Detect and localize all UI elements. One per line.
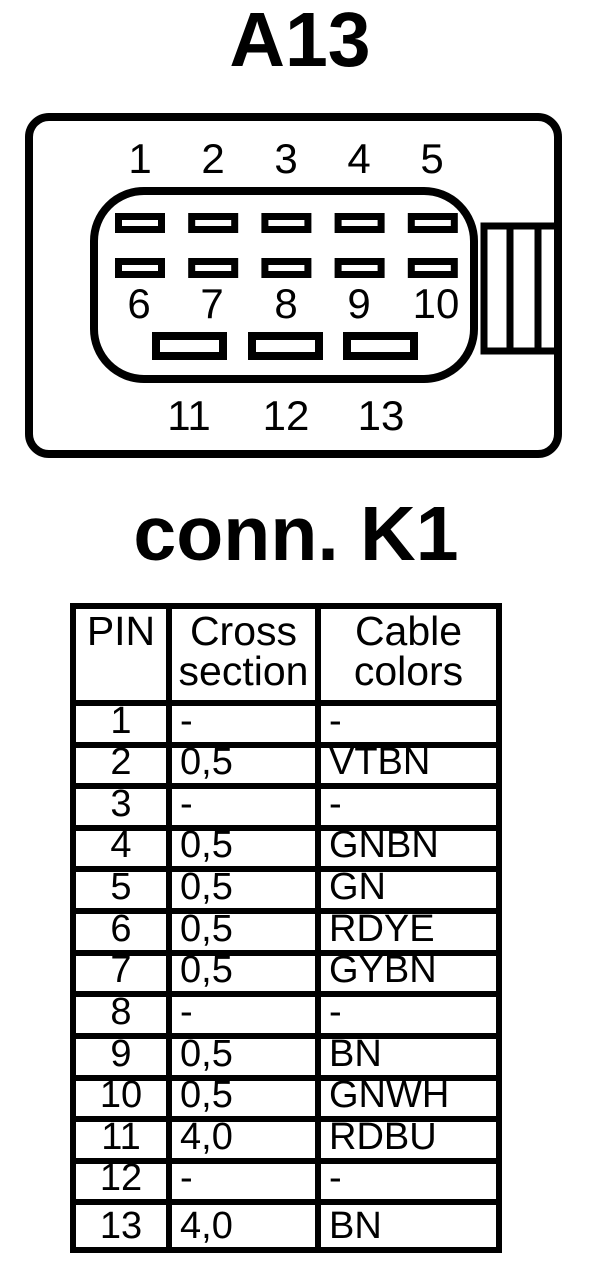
pin-cell: 13 — [76, 1205, 172, 1247]
pin-cell: 5 — [76, 872, 172, 915]
pin-slot-7 — [188, 258, 239, 278]
pin-slot-13 — [343, 332, 418, 360]
pin-cell: 4 — [76, 830, 172, 873]
cross-section-cell: 0,5 — [172, 1080, 321, 1123]
pin-cell: 11 — [76, 1122, 172, 1164]
cable-color-cell: RDYE — [321, 914, 496, 956]
pin-cell: 9 — [76, 1038, 172, 1081]
pin-cell: 12 — [76, 1163, 172, 1206]
cross-section-cell: 0,5 — [172, 830, 321, 873]
column-header-cross-section: Cross section — [172, 609, 321, 706]
cross-section-cell: - — [172, 1163, 321, 1206]
pin-label-9: 9 — [347, 280, 370, 327]
pin-cell: 8 — [76, 997, 172, 1039]
cable-color-cell: GNBN — [321, 831, 496, 873]
column-header-pin: PIN — [76, 609, 172, 706]
cross-section-cell: 4,0 — [172, 1205, 321, 1247]
cable-color-cell: GN — [321, 872, 496, 915]
cable-color-cell: GNWH — [321, 1081, 496, 1123]
connector-diagram: 1 2 3 4 5 6 7 8 9 10 11 12 13 — [25, 113, 562, 458]
pin-label-11: 11 — [167, 392, 211, 439]
pin-table: PIN Cross section Cable colors 1 - - 2 0… — [70, 603, 502, 1253]
connector-latch — [480, 222, 562, 355]
cable-color-cell: - — [321, 997, 496, 1039]
pin-label-8: 8 — [274, 280, 297, 327]
connector-title: A13 — [229, 0, 371, 83]
cross-section-cell: - — [172, 706, 321, 748]
cross-section-cell: - — [172, 789, 321, 831]
pin-slot-9 — [334, 258, 385, 278]
cross-section-cell: 0,5 — [172, 1038, 321, 1081]
pin-slot-4 — [334, 213, 385, 233]
cross-section-cell: - — [172, 997, 321, 1039]
cable-color-cell: BN — [321, 1039, 496, 1081]
cross-section-cell: 0,5 — [172, 955, 321, 998]
cable-color-cell: - — [321, 789, 496, 831]
cable-color-cell: - — [321, 1164, 496, 1206]
pin-slot-11 — [152, 332, 227, 360]
cable-color-cell: RDBU — [321, 1122, 496, 1164]
pin-label-3: 3 — [274, 135, 297, 182]
cross-section-cell: 0,5 — [172, 914, 321, 956]
pin-cell: 2 — [76, 747, 172, 790]
pin-cell: 1 — [76, 706, 172, 748]
pin-label-4: 4 — [347, 135, 370, 182]
pin-cell: 3 — [76, 789, 172, 831]
cable-color-cell: BN — [329, 1205, 382, 1247]
pin-slot-8 — [261, 258, 312, 278]
pin-slot-5 — [407, 213, 458, 233]
pin-label-2: 2 — [201, 135, 224, 182]
cable-color-cell: - — [321, 706, 496, 748]
pin-slot-6 — [115, 258, 165, 278]
connector-pin-housing — [90, 187, 478, 383]
pin-cell: 6 — [76, 914, 172, 956]
pin-cell: 10 — [76, 1080, 172, 1123]
pin-slot-10 — [407, 258, 458, 278]
pin-label-5: 5 — [420, 135, 443, 182]
cable-color-cell: GYBN — [321, 956, 496, 998]
pin-label-1: 1 — [128, 135, 151, 182]
pin-label-10: 10 — [413, 280, 460, 327]
cross-section-cell: 4,0 — [172, 1122, 321, 1164]
column-header-cable-colors: Cable colors — [321, 609, 496, 706]
pin-slot-12 — [248, 332, 323, 360]
pin-label-6: 6 — [127, 280, 150, 327]
pin-slot-3 — [261, 213, 312, 233]
cross-section-cell: 0,5 — [172, 872, 321, 915]
pin-label-13: 13 — [358, 392, 405, 439]
pin-cell: 7 — [76, 955, 172, 998]
pin-slot-2 — [188, 213, 239, 233]
pin-slot-1 — [115, 213, 165, 233]
pin-label-12: 12 — [263, 392, 310, 439]
cable-color-cell: VTBN — [321, 748, 496, 790]
pin-label-7: 7 — [200, 280, 223, 327]
table-heading: conn. K1 — [133, 491, 459, 577]
cross-section-cell: 0,5 — [172, 747, 321, 790]
